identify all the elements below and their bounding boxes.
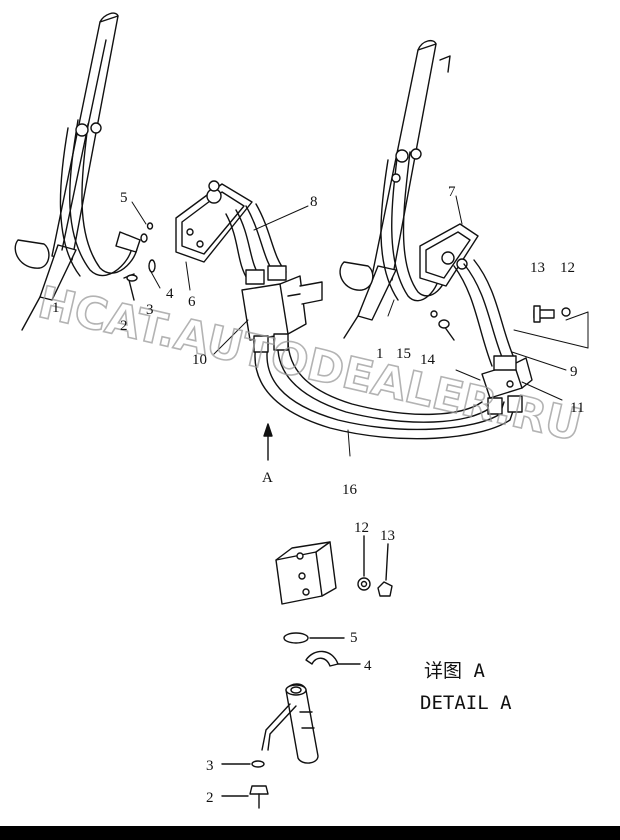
left-cylinder-hoses (59, 119, 141, 277)
callout-3-detail: 3 (206, 758, 214, 774)
bottom-border-bar (0, 826, 620, 840)
callout-11: 11 (570, 400, 584, 416)
callout-1-left: 1 (52, 300, 60, 316)
detail-a-fitting (261, 683, 319, 764)
view-arrow-a (263, 423, 273, 461)
callout-2-detail: 2 (206, 790, 214, 806)
detail-a-fasteners-bottom (221, 760, 269, 809)
left-fasteners (123, 222, 156, 301)
right-fasteners (430, 305, 571, 341)
right-plate-hoses (453, 259, 515, 367)
long-hose-assembly (253, 333, 523, 440)
detail-a-fasteners-top (357, 535, 393, 597)
callout-1-right: 1 (376, 346, 384, 362)
left-cylinder (14, 12, 119, 331)
callout-10: 10 (192, 352, 207, 368)
left-junction-block (241, 275, 323, 341)
detail-title-en: DETAIL A (420, 692, 512, 714)
callout-6: 6 (188, 294, 196, 310)
callout-5-detail: 5 (350, 630, 358, 646)
left-manifold-plate (175, 180, 253, 263)
callout-16: 16 (342, 482, 358, 498)
detail-a-o-ring (283, 632, 345, 644)
right-cylinder-hoses (380, 148, 449, 302)
callout-4-detail: 4 (364, 658, 372, 674)
callout-a-arrow: A (262, 470, 273, 486)
detail-title-cn: 详图 A (424, 660, 485, 682)
detail-a-clamp (305, 650, 361, 667)
callout-13-right: 13 (530, 260, 545, 276)
callout-12-right: 12 (560, 260, 575, 276)
callout-13-detail: 13 (380, 528, 395, 544)
callout-8: 8 (310, 194, 318, 210)
callout-9: 9 (570, 364, 578, 380)
callout-5-left: 5 (120, 190, 128, 206)
callout-3-left: 3 (146, 302, 154, 318)
callout-4-left: 4 (166, 286, 174, 302)
callouts: 5 1 2 3 4 6 8 10 7 13 12 1 15 14 9 11 A … (52, 184, 584, 806)
right-junction-block (481, 355, 533, 399)
callout-7: 7 (448, 184, 456, 200)
left-plate-hoses (225, 203, 287, 285)
callout-2-left: 2 (120, 318, 128, 334)
detail-a-block (275, 541, 337, 605)
callout-15: 15 (396, 346, 411, 362)
callout-14: 14 (420, 352, 436, 368)
callout-12-detail: 12 (354, 520, 369, 536)
right-manifold-plate (419, 223, 479, 287)
leader-lines (131, 195, 589, 457)
